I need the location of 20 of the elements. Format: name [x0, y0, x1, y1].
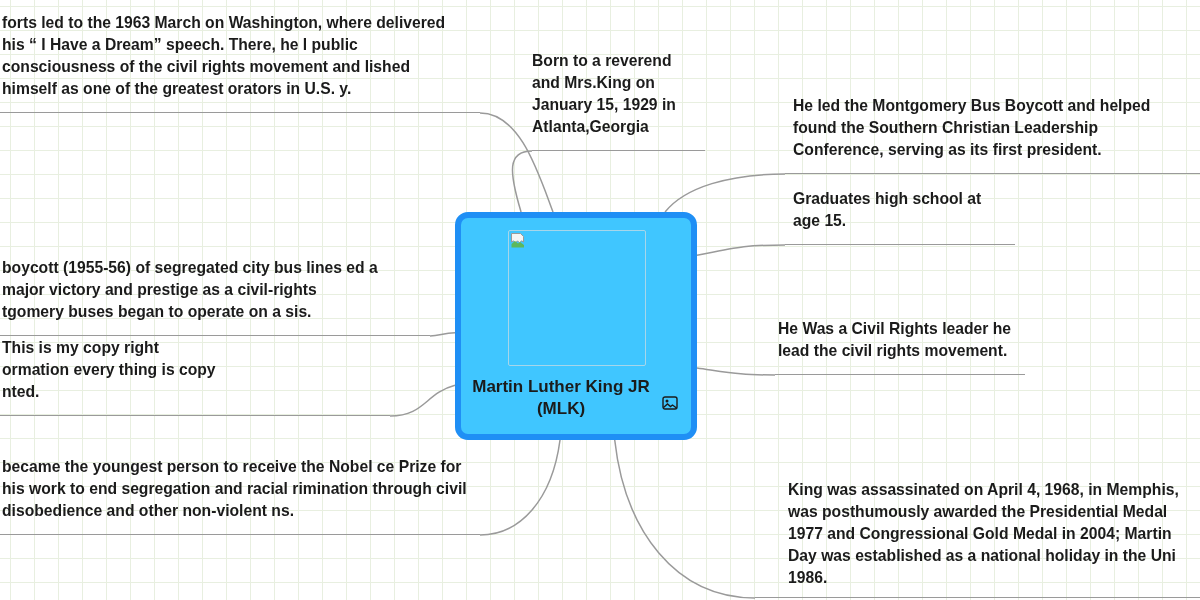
connector-line	[613, 439, 756, 599]
topic-text: Graduates high school at age 15.	[793, 189, 983, 231]
topic-text: boycott (1955-56) of segregated city bus lines ed a major victory and prestige as a civil-rights tgomery buses began to operate on a sis.	[2, 258, 379, 322]
central-topic-box	[455, 212, 697, 440]
connector-line	[429, 332, 456, 337]
connector-line	[696, 244, 786, 257]
topic-title: Martin Luther King JR (MLK)	[471, 376, 651, 420]
topic-text: Born to a reverend and Mrs.King on January 15, 1929 in Atlanta,Georgia	[532, 51, 677, 137]
topic-text: This is my copy right ormation every thing is copy nted.	[2, 338, 217, 402]
topic-text: became the youngest person to receive the Nobel ce Prize for his work to end segregation and racial rimination through civil disobedience and other non-violent ns.	[2, 457, 468, 521]
topic-text: He led the Montgomery Bus Boycott and helped found the Southern Christian Leadership Conference, serving as its first president.	[793, 96, 1152, 160]
topic-text: King was assassinated on April 4, 1968, in Memphis, was posthumously awarded the Presidential Medal 1977 and Congressional Gold Medal in 2004; Martin Day was established as a national holiday in the Uni 1986.	[788, 480, 1180, 588]
connector-line	[664, 173, 786, 213]
connector-line	[511, 150, 533, 213]
connector-line	[696, 367, 776, 376]
connector-line	[389, 384, 456, 417]
connector-line	[479, 439, 561, 536]
topic-text: He Was a Civil Rights leader he lead the civil rights movement.	[778, 319, 1013, 361]
topic-text: forts led to the 1963 March on Washington, where delivered his “ I Have a Dream” speech. There, he l public consciousness of the civil rights movement and lished himself as one of the greatest orators in U.S. y.	[2, 13, 447, 99]
connector-line	[479, 112, 554, 213]
